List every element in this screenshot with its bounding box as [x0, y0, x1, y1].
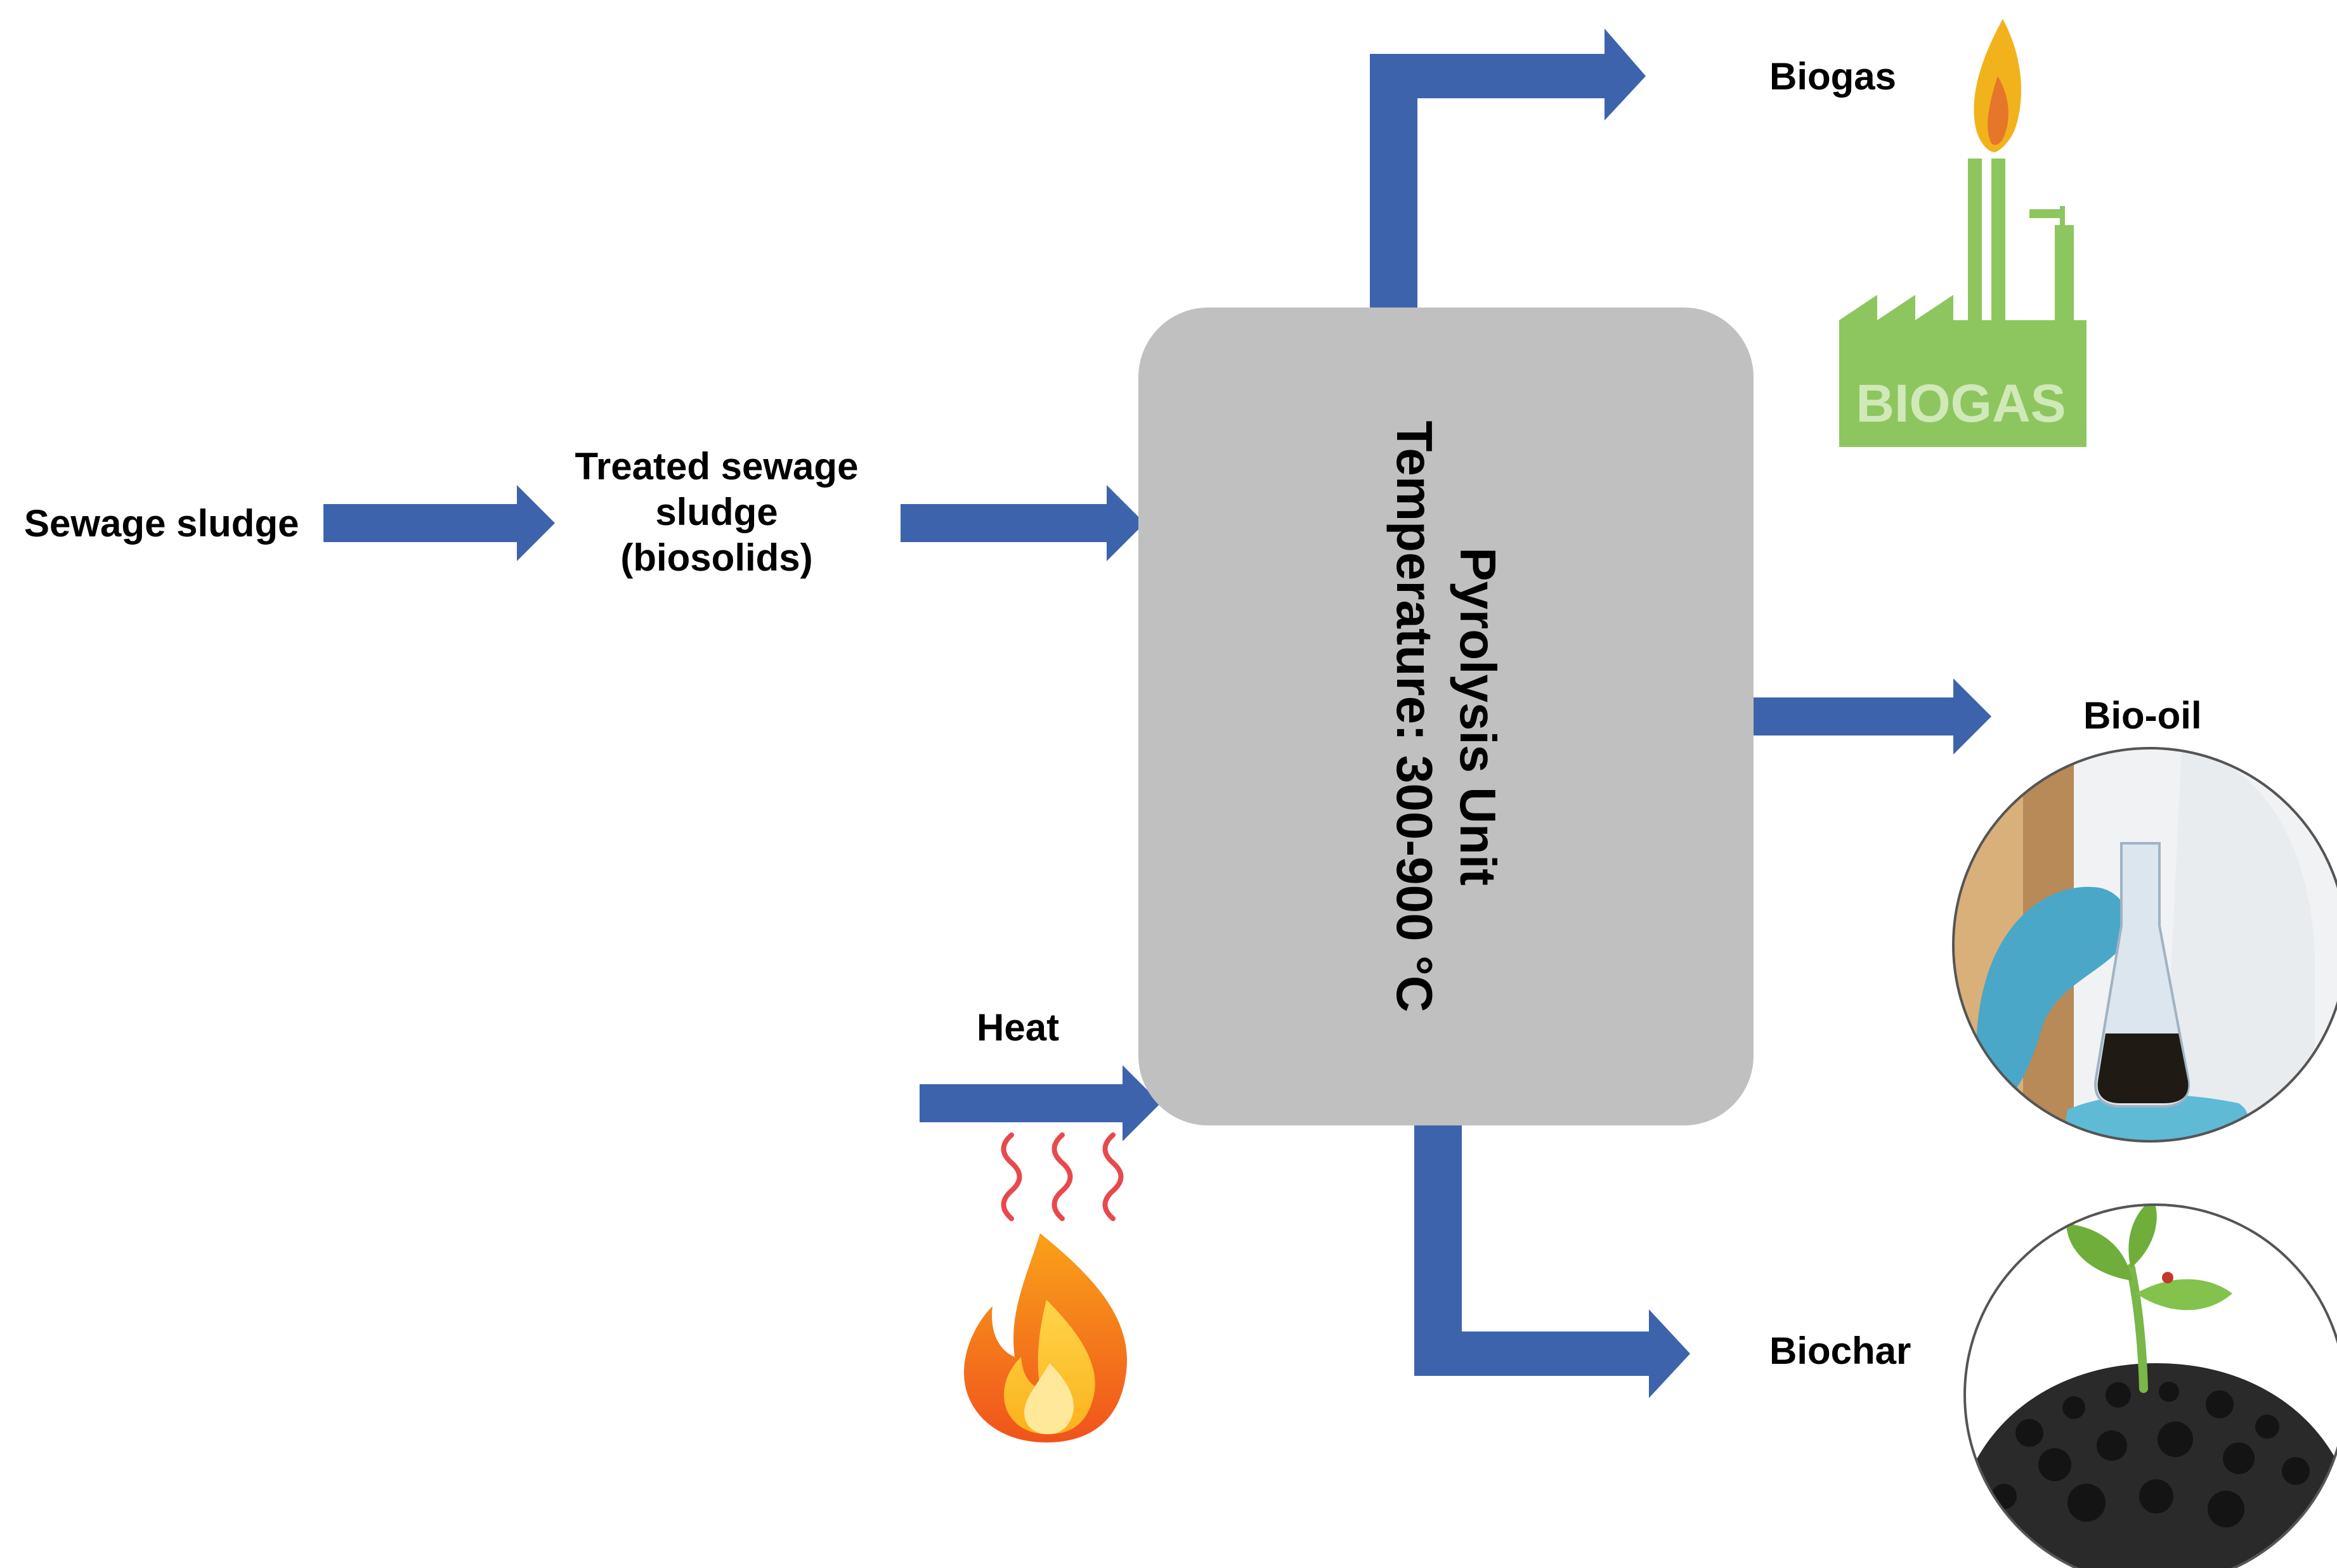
treated-label-line1: Treated sewage — [575, 445, 859, 488]
arrow-biogas — [1370, 29, 1646, 308]
pyrolysis-unit: Pyrolysis Unit Temperature: 300-900 °C — [1138, 308, 1754, 1125]
treated-label-line2: sludge — [655, 491, 778, 533]
pyrolysis-unit-label: Pyrolysis Unit Temperature: 300-900 °C — [1383, 420, 1509, 1012]
flask-icon — [1953, 748, 2337, 1141]
flame-icon — [964, 1233, 1128, 1442]
biogas-sign: BIOGAS — [1856, 373, 2066, 433]
biogas-label: Biogas — [1769, 55, 1897, 98]
arrow-biooil — [1754, 678, 1991, 755]
heat-label: Heat — [977, 1006, 1060, 1049]
biochar-label: Biochar — [1769, 1330, 1911, 1372]
unit-temperature: Temperature: 300-900 °C — [1386, 420, 1443, 1013]
unit-name: Pyrolysis Unit — [1450, 547, 1506, 886]
treated-label: Treated sewage sludge (biosolids) — [558, 444, 875, 581]
input-label: Sewage sludge — [24, 502, 299, 545]
arrow-biochar — [1414, 1125, 1690, 1398]
arrow-input — [323, 485, 555, 561]
arrow-to-unit — [901, 485, 1145, 561]
biochar-circle — [1963, 1203, 2337, 1568]
heat-waves-icon — [1001, 1132, 1124, 1221]
biooil-circle — [1952, 747, 2337, 1143]
plant-icon — [1965, 1205, 2337, 1568]
biooil-label: Bio-oil — [2083, 694, 2202, 737]
arrow-heat — [920, 1065, 1161, 1141]
treated-label-line3: (biosolids) — [620, 536, 813, 579]
factory-icon — [1839, 19, 2086, 447]
